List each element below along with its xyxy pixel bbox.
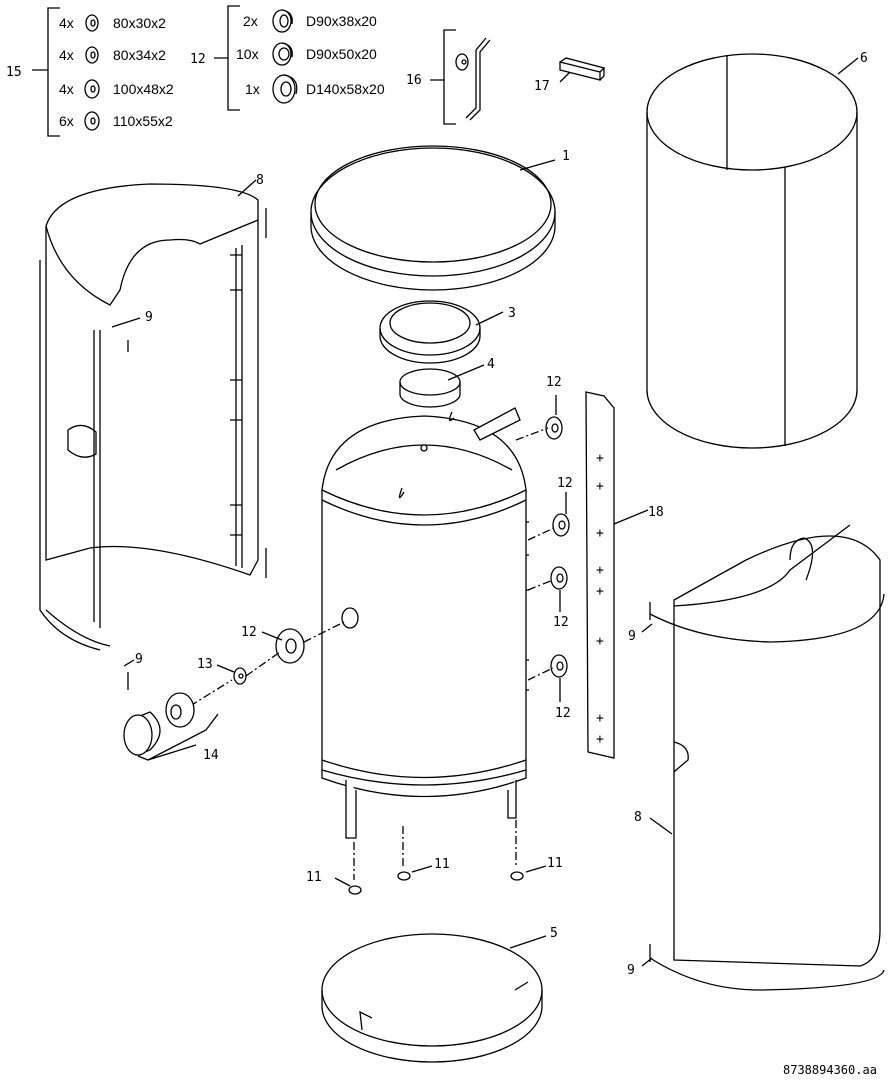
- legend-12: 12 2x D90x38x20 10x D90x50x20 1x D140x58…: [190, 5, 385, 111]
- legend-size: 80x30x2: [113, 15, 166, 31]
- legend-size: 100x48x2: [113, 81, 174, 97]
- part-17-block: [559, 57, 606, 81]
- svg-text:+: +: [596, 479, 604, 494]
- legend-15: 15 4x 80x30x2 4x 80x34x2 4x 100x48x2 6x …: [6, 7, 174, 137]
- callout-11: 11: [306, 870, 322, 885]
- svg-text:+: +: [596, 451, 604, 466]
- svg-text:+: +: [596, 526, 604, 541]
- part-8-left-insulation: [39, 179, 267, 690]
- svg-text:+: +: [596, 732, 604, 747]
- svg-text:+: +: [596, 584, 604, 599]
- drawing-number: 8738894360.aa: [783, 1063, 877, 1077]
- callout-13: 13: [197, 657, 213, 672]
- callout-12: 12: [557, 476, 573, 491]
- callout-15: 15: [6, 65, 22, 80]
- callout-17: 17: [534, 79, 550, 94]
- legend-qty: 2x: [243, 13, 258, 29]
- callout-12: 12: [546, 375, 562, 390]
- legend-size: D90x38x20: [306, 13, 377, 29]
- svg-text:+: +: [596, 563, 604, 578]
- callout-6: 6: [860, 51, 868, 66]
- callout-12: 12: [553, 615, 569, 630]
- part-16-bracket: [430, 29, 491, 125]
- legend-qty: 4x: [59, 15, 74, 31]
- callout-3: 3: [508, 306, 516, 321]
- legend-qty: 4x: [59, 47, 74, 63]
- legend-qty: 1x: [245, 81, 260, 97]
- part-4-insulation-disc: [399, 364, 485, 408]
- callout-9: 9: [145, 310, 153, 325]
- legend-size: D90x50x20: [306, 46, 377, 62]
- legend-size: 110x55x2: [113, 113, 173, 129]
- callout-5: 5: [550, 926, 558, 941]
- part-5-bottom-disc: [321, 933, 547, 1063]
- callout-12: 12: [190, 52, 206, 67]
- spacer-rings-12: [189, 395, 570, 707]
- legend-size: 80x34x2: [113, 47, 166, 63]
- callout-11: 11: [434, 857, 450, 872]
- part-18-strip: + + + + + + + +: [585, 391, 649, 759]
- legend-qty: 10x: [236, 46, 259, 62]
- spacer-ring-icon: [272, 9, 298, 104]
- washer-icon: [84, 14, 100, 131]
- callout-9: 9: [628, 629, 636, 644]
- callout-12: 12: [241, 625, 257, 640]
- part-11-feet: [334, 820, 547, 895]
- tank: [321, 407, 529, 839]
- part-3-lid: [379, 300, 504, 364]
- callout-16: 16: [406, 73, 422, 88]
- callout-4: 4: [487, 357, 495, 372]
- callout-12: 12: [555, 706, 571, 721]
- part-6-jacket: [646, 53, 859, 449]
- part-13-14-plug: [123, 664, 247, 761]
- svg-text:+: +: [596, 634, 604, 649]
- part-1-cover-ring: [310, 145, 556, 291]
- callout-8: 8: [634, 810, 642, 825]
- svg-text:+: +: [596, 711, 604, 726]
- callout-9: 9: [135, 652, 143, 667]
- callout-1: 1: [562, 149, 570, 164]
- callout-18: 18: [648, 505, 664, 520]
- callout-11: 11: [547, 856, 563, 871]
- legend-size: D140x58x20: [306, 81, 385, 97]
- callout-8: 8: [256, 173, 264, 188]
- callout-14: 14: [203, 748, 219, 763]
- callout-9: 9: [627, 963, 635, 978]
- legend-qty: 4x: [59, 81, 74, 97]
- legend-qty: 6x: [59, 113, 74, 129]
- part-8-right-insulation: [641, 524, 885, 991]
